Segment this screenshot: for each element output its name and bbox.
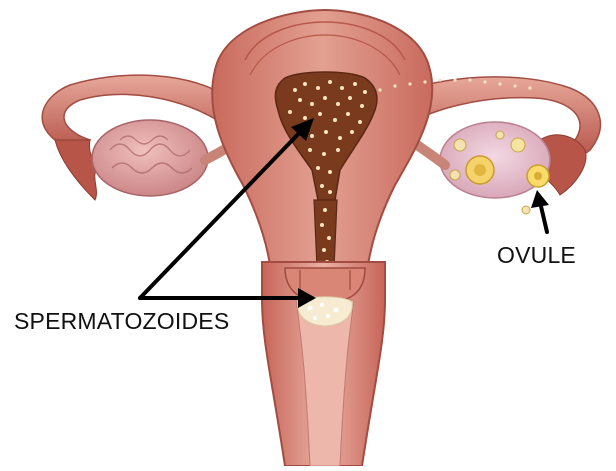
ovule-nucleus xyxy=(534,172,542,180)
follicle xyxy=(511,138,525,152)
spermatozoides-label: SPERMATOZOIDES xyxy=(14,308,229,335)
ovule-label: OVULE xyxy=(497,242,576,269)
follicle xyxy=(454,139,466,151)
left-fimbriae xyxy=(55,140,98,200)
follicle xyxy=(496,131,504,139)
follicle xyxy=(450,170,460,180)
left-ovary xyxy=(92,120,208,196)
cervix xyxy=(285,268,365,300)
follicle xyxy=(522,206,530,214)
follicle xyxy=(474,164,486,176)
arrow-icon xyxy=(540,202,547,232)
arrowhead-icon xyxy=(531,190,549,208)
